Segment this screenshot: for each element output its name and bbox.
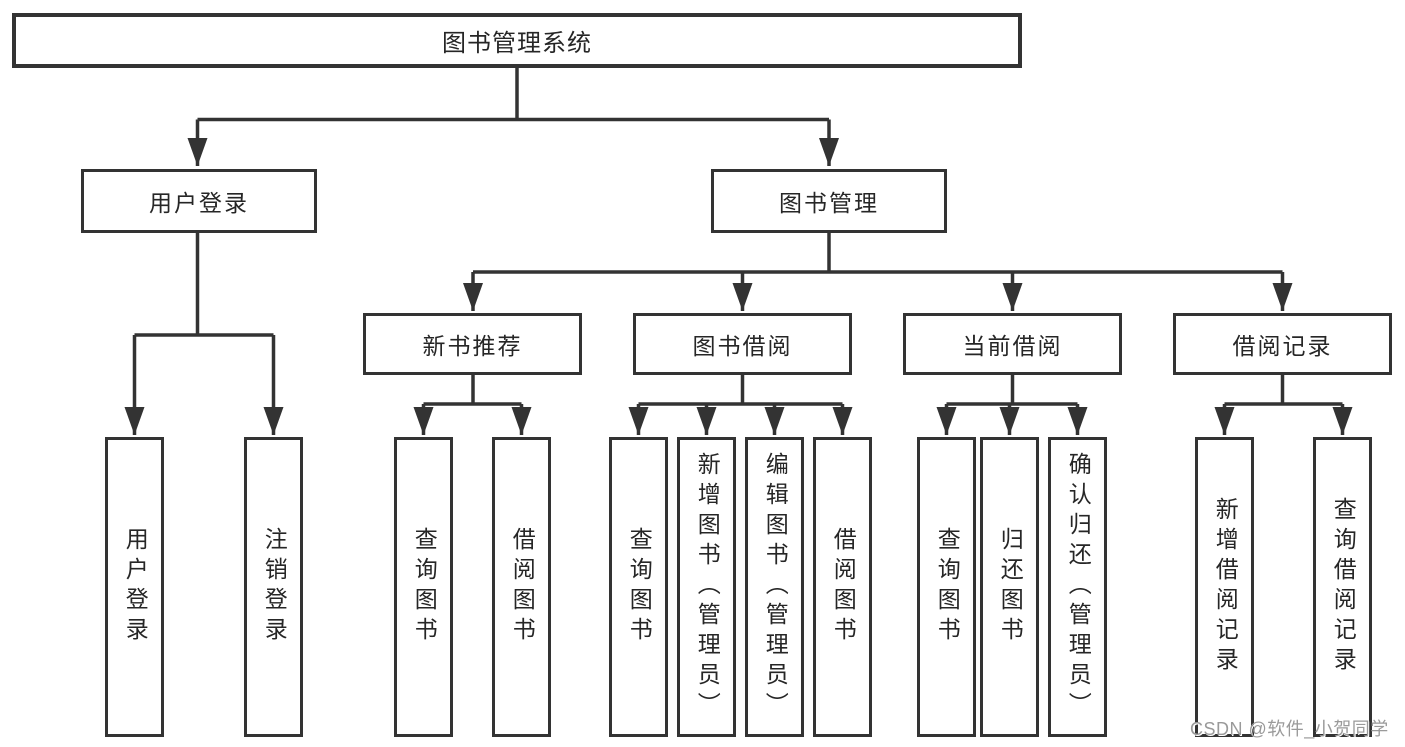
node-book-borrowing: 图书借阅 [633, 313, 852, 375]
node-new-book-recommendation: 新书推荐 [363, 313, 582, 375]
node-label: 图书借阅 [692, 333, 793, 359]
node-label: 借阅记录 [1232, 333, 1333, 359]
node-label: 注销登录 [261, 527, 288, 647]
node-label: 查询图书 [626, 527, 653, 647]
node-label: 图书管理 [779, 190, 879, 216]
node-label: 编辑图书（管理员） [762, 452, 789, 722]
node-library-management-system: 图书管理系统 [12, 13, 1022, 68]
leaf-edit-book-admin: 编辑图书（管理员） [745, 437, 804, 737]
leaf-add-book-admin: 新增图书（管理员） [677, 437, 736, 737]
leaf-query-book-recommend: 查询图书 [394, 437, 453, 737]
node-borrowing-records: 借阅记录 [1173, 313, 1392, 375]
leaf-add-borrow-record: 新增借阅记录 [1195, 437, 1254, 737]
node-label: 归还图书 [997, 527, 1024, 647]
node-label: 查询图书 [411, 527, 438, 647]
leaf-query-borrow-record: 查询借阅记录 [1313, 437, 1372, 737]
node-user-login: 用户登录 [81, 169, 317, 233]
leaf-query-book-borrowing: 查询图书 [609, 437, 668, 737]
node-label: 用户登录 [122, 527, 149, 647]
node-label: 新增图书（管理员） [694, 452, 721, 722]
node-label: 用户登录 [149, 190, 249, 216]
leaf-query-book-current: 查询图书 [917, 437, 976, 737]
node-label: 借阅图书 [830, 527, 857, 647]
node-label: 新书推荐 [422, 333, 523, 359]
leaf-confirm-return-admin: 确认归还（管理员） [1048, 437, 1107, 737]
leaf-logout: 注销登录 [244, 437, 303, 737]
node-label: 借阅图书 [509, 527, 536, 647]
leaf-user-login: 用户登录 [105, 437, 164, 737]
watermark-text: CSDN @软件_小贺同学 [1190, 719, 1389, 739]
leaf-borrow-book-borrowing: 借阅图书 [813, 437, 872, 737]
node-label: 当前借阅 [962, 333, 1063, 359]
leaf-return-book: 归还图书 [980, 437, 1039, 737]
node-label: 图书管理系统 [442, 30, 592, 57]
node-book-management: 图书管理 [711, 169, 947, 233]
node-label: 确认归还（管理员） [1065, 452, 1092, 722]
node-current-borrowing: 当前借阅 [903, 313, 1122, 375]
node-label: 查询图书 [934, 527, 961, 647]
node-label: 新增借阅记录 [1212, 497, 1239, 677]
leaf-borrow-book-recommend: 借阅图书 [492, 437, 551, 737]
node-label: 查询借阅记录 [1330, 497, 1357, 677]
connector-segments [134, 66, 1343, 406]
